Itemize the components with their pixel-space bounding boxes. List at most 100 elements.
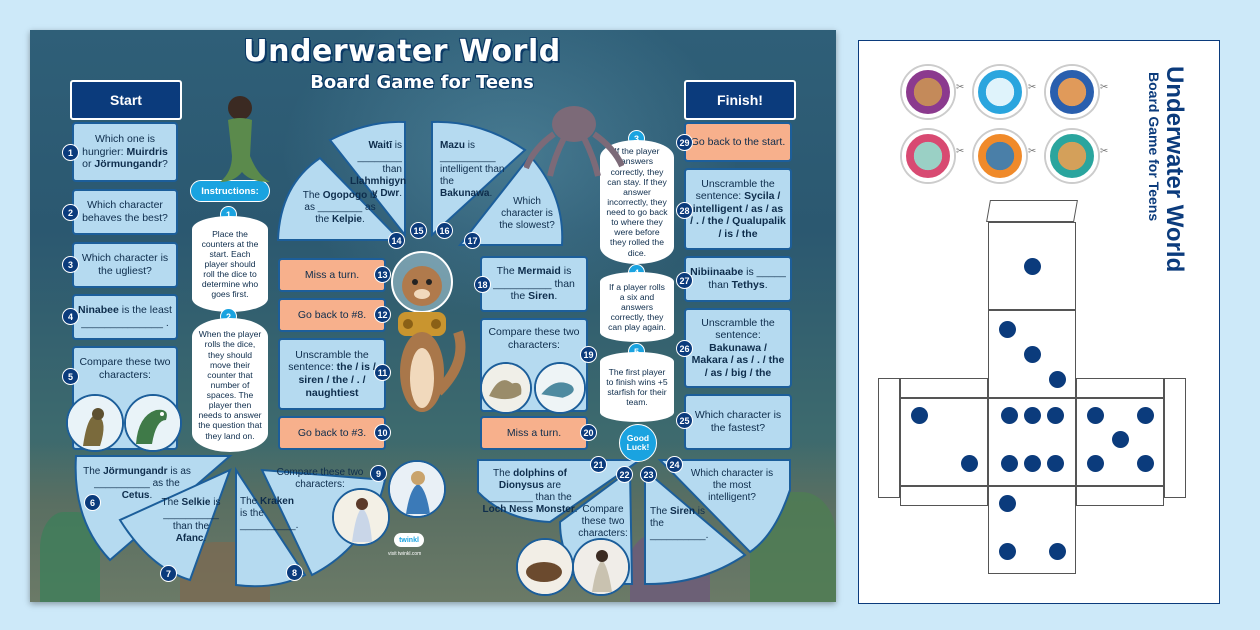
square-1[interactable]: Which one is hungrier: Muirdris or Jörmu… <box>72 122 178 182</box>
square-bold: Mazu <box>440 140 465 151</box>
counter-token[interactable] <box>974 130 1026 182</box>
die-glue-flap <box>1076 486 1164 506</box>
counter-token[interactable] <box>1046 66 1098 118</box>
die-glue-flap <box>900 378 988 398</box>
printable-title: Underwater World <box>1161 66 1188 273</box>
scissors-icon: ✂ <box>1028 146 1037 157</box>
die-glue-flap <box>878 378 900 498</box>
square-6-text[interactable]: The Jörmungandr is as __________ as the … <box>82 466 192 502</box>
square-21-text[interactable]: The dolphins of Dionysus are ________ th… <box>478 468 582 516</box>
counter-token[interactable] <box>1046 130 1098 182</box>
counter-token[interactable] <box>902 130 954 182</box>
square-13[interactable]: Miss a turn. <box>278 258 386 292</box>
square-23-shape <box>644 467 747 586</box>
square-8-shape <box>235 466 307 588</box>
square-3[interactable]: Which character is the ugliest? <box>72 242 178 288</box>
octopus-illustration <box>524 106 624 177</box>
square-16-shape <box>431 120 527 238</box>
character-picture <box>332 488 390 546</box>
die-pip <box>1137 407 1154 424</box>
square-text: Unscramble the sentence: <box>288 348 369 374</box>
square-29[interactable]: Go back to the start. <box>684 122 792 162</box>
square-text: Go back to #3. <box>297 426 367 439</box>
die-face-5 <box>1076 398 1164 486</box>
square-20[interactable]: Miss a turn. <box>480 416 588 450</box>
square-10[interactable]: Go back to #3. <box>278 416 386 450</box>
instructions-label: Instructions: <box>190 180 270 202</box>
printable-subtitle: Board Game for Teens <box>1146 72 1162 222</box>
instruction-step-2: When the player rolls the dice, they sho… <box>192 318 268 452</box>
square-9-text[interactable]: Compare these two characters: <box>270 467 370 491</box>
square-text: Miss a turn. <box>304 268 360 281</box>
square-14-shape <box>276 156 403 241</box>
square-number: 23 <box>640 466 657 483</box>
good-luck-badge: Good Luck! <box>619 424 657 462</box>
counter-token[interactable] <box>974 66 1026 118</box>
square-text: Compare these two characters: <box>276 467 364 490</box>
square-bold: Bakunawa / Makara / as / . / the / as / … <box>691 341 785 379</box>
square-text: Go back to #8. <box>297 308 367 321</box>
square-bold: Siren <box>528 290 555 303</box>
square-28[interactable]: Unscramble the sentence: Sycila / intell… <box>684 168 792 250</box>
square-12[interactable]: Go back to #8. <box>278 298 386 332</box>
square-17-text[interactable]: Which character is the slowest? <box>494 196 560 232</box>
square-16-text[interactable]: Mazu is __________ intelligent than the … <box>440 140 506 200</box>
square-11[interactable]: Unscramble the sentence: the / is / sire… <box>278 338 386 410</box>
square-number: 20 <box>580 424 597 441</box>
square-text: is __________ intelligent than the <box>440 140 505 187</box>
square-bold: Llahmhigyn y Dwr <box>350 176 407 199</box>
square-24-text[interactable]: Which character is the most intelligent? <box>690 468 774 504</box>
character-picture <box>534 362 586 414</box>
die-pip <box>1049 371 1066 388</box>
square-8-text[interactable]: The Kraken is the __________. <box>240 496 302 532</box>
square-text: is the least ______________ . <box>81 304 172 329</box>
square-4[interactable]: Ninabee is the least ______________ . <box>72 294 178 340</box>
square-22-text[interactable]: Compare these two characters: <box>576 504 630 540</box>
square-number: 8 <box>286 564 303 581</box>
square-text: . <box>361 214 365 225</box>
square-18[interactable]: The Mermaid is __________ than the Siren… <box>480 256 588 312</box>
square-14-text[interactable]: The Ogopogo is as ________ as the Kelpie… <box>298 190 382 226</box>
scissors-icon: ✂ <box>1100 82 1109 93</box>
square-number: 11 <box>374 364 391 381</box>
square-7-text[interactable]: The Selkie is __________ than the Afanc. <box>160 497 222 545</box>
square-number: 5 <box>62 368 79 385</box>
twinkl-url: visit twinkl.com <box>388 551 422 557</box>
square-number: 18 <box>474 276 491 293</box>
die-pip <box>1112 431 1129 448</box>
die-pip <box>1001 455 1018 472</box>
scissors-icon: ✂ <box>956 82 965 93</box>
die-pip <box>1024 346 1041 363</box>
square-bold: Bakunawa <box>440 188 490 199</box>
square-number: 7 <box>160 565 177 582</box>
board-title: Underwater World <box>243 34 561 69</box>
square-26[interactable]: Unscramble the sentence: Bakunawa / Maka… <box>684 308 792 388</box>
instruction-step-5: The first player to finish wins +5 starf… <box>600 352 674 422</box>
square-23-text[interactable]: The Siren is the __________. <box>650 506 712 542</box>
square-number: 2 <box>62 204 79 221</box>
square-text: The <box>240 496 261 507</box>
square-text: Miss a turn. <box>506 426 562 439</box>
square-text: . <box>554 290 558 303</box>
instruction-step-4: If a player rolls a six and answers corr… <box>600 272 674 342</box>
square-bold: Muirdris <box>126 145 168 158</box>
square-15-text[interactable]: Waitī is ________ than Llahmhigyn y Dwr. <box>350 140 406 200</box>
square-number: 4 <box>62 308 79 325</box>
die-pip <box>1024 455 1041 472</box>
square-bold: Ninabee <box>78 304 119 317</box>
counter-token[interactable] <box>902 66 954 118</box>
square-number: 17 <box>464 232 481 249</box>
square-text: The <box>302 190 323 201</box>
square-text: Compare these two characters: <box>488 326 580 351</box>
die-pip <box>961 455 978 472</box>
die-pip <box>999 321 1016 338</box>
square-25[interactable]: Which character is the fastest? <box>684 394 792 450</box>
die-face-2 <box>900 398 988 486</box>
square-text: The <box>650 506 671 517</box>
square-27[interactable]: Nibiinaabe is _____ than Tethys. <box>684 256 792 302</box>
die-glue-flap <box>900 486 988 506</box>
square-text: The <box>496 265 518 278</box>
square-2[interactable]: Which character behaves the best? <box>72 189 178 235</box>
character-picture <box>388 460 446 518</box>
finish-header: Finish! <box>684 80 796 120</box>
